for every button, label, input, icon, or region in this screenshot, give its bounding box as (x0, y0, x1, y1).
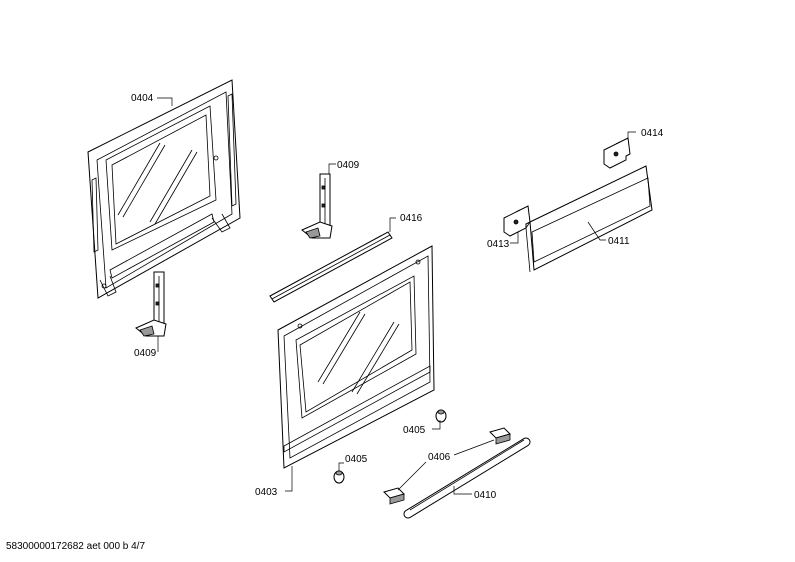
door-seal-strip-part (269, 231, 393, 303)
front-panel-part (525, 165, 653, 273)
label-0416: 0416 (400, 213, 423, 224)
leader-lines (157, 97, 636, 495)
door-handle-bar-part (403, 437, 531, 519)
inner-door-frame-part (87, 79, 241, 299)
buffer-upper-part (435, 409, 447, 423)
label-0405-upper: 0405 (403, 425, 426, 436)
bracket-right-part (603, 137, 631, 169)
label-0404: 0404 (131, 93, 154, 104)
label-0411: 0411 (608, 236, 630, 247)
buffer-lower-part (333, 470, 345, 484)
hinge-lower-part (135, 271, 167, 337)
handle-holder-lower-part (383, 487, 405, 505)
label-0403: 0403 (255, 487, 278, 498)
label-0405-lower: 0405 (345, 454, 368, 465)
label-0410: 0410 (474, 490, 497, 501)
label-0414: 0414 (641, 128, 664, 139)
label-0409-lower: 0409 (134, 348, 157, 359)
hinge-upper-part (301, 173, 333, 239)
label-0409-upper: 0409 (337, 160, 360, 171)
handle-holder-upper-part (489, 427, 511, 445)
document-reference-footer: 58300000172682 aet 000 b 4/7 (6, 541, 146, 552)
label-0406: 0406 (428, 452, 451, 463)
bracket-left-part (503, 205, 531, 237)
label-0413: 0413 (487, 239, 510, 250)
outer-door-glass-part (277, 245, 435, 469)
